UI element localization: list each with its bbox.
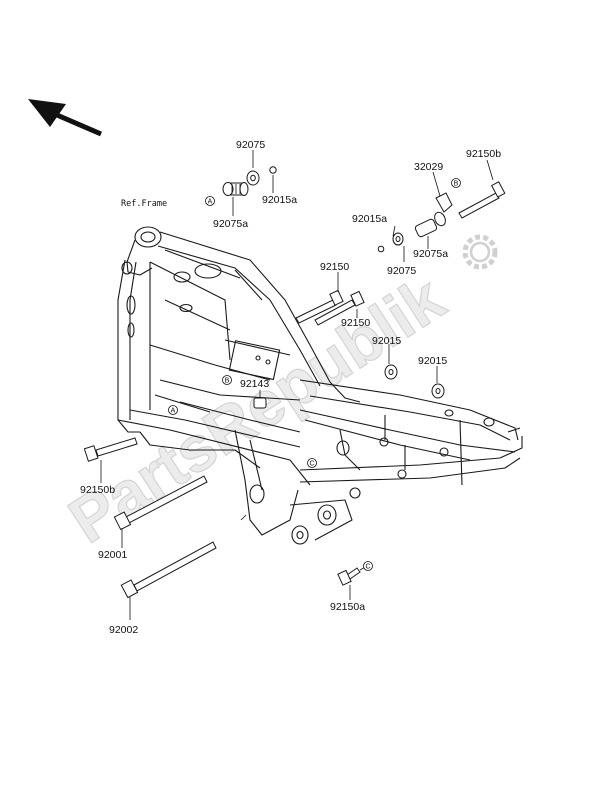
part-92150b-bolt-left	[83, 437, 138, 462]
label-92150-a: 92150	[320, 261, 349, 273]
gear-logo-icon	[462, 234, 498, 270]
label-92015a-right: 92015a	[352, 213, 387, 225]
part-92002-long-bolt	[120, 541, 217, 599]
label-92075-right: 92075	[387, 265, 416, 277]
label-32029: 32029	[414, 161, 443, 173]
svg-text:B: B	[454, 181, 459, 188]
label-92015-a: 92015	[372, 335, 401, 347]
marker-b-frame: B	[222, 375, 232, 385]
part-92143-collar	[253, 397, 267, 409]
part-32029-collar-right	[377, 192, 453, 253]
part-92150a-bolt	[337, 567, 361, 586]
svg-text:C: C	[365, 564, 370, 571]
part-92015-nut-right	[431, 383, 445, 399]
label-92150b-left: 92150b	[80, 484, 115, 496]
motorcycle-frame	[117, 226, 523, 545]
label-92002: 92002	[109, 624, 138, 636]
marker-c-frame: C	[307, 458, 317, 468]
label-92150b-top: 92150b	[466, 148, 501, 160]
part-92075a-collar-left	[222, 166, 277, 196]
label-92150a: 92150a	[330, 601, 365, 613]
label-92075-top: 92075	[236, 139, 265, 151]
part-92150-bolt-lower	[314, 290, 365, 326]
label-92015a-top: 92015a	[262, 194, 297, 206]
svg-text:C: C	[309, 461, 314, 468]
svg-text:A: A	[208, 199, 213, 206]
part-92015-nut-center	[384, 364, 398, 380]
svg-text:B: B	[225, 378, 230, 385]
watermark-text: PartsRepublik	[56, 262, 456, 557]
marker-a-top: A	[205, 196, 215, 206]
ref-frame-label: Ref.Frame	[121, 199, 167, 209]
label-92075a-left: 92075a	[213, 218, 248, 230]
label-92150-b: 92150	[341, 317, 370, 329]
part-92150-bolt-upper	[295, 289, 344, 324]
part-labels: 92075 92015a 92075a 32029 92150b 92015a …	[80, 139, 501, 636]
part-92150b-bolt-top	[458, 181, 506, 219]
label-92001: 92001	[98, 549, 127, 561]
marker-b-top: B	[451, 178, 461, 188]
label-92075a-right: 92075a	[413, 248, 448, 260]
marker-c-bottom: C	[363, 561, 373, 571]
label-92015-b: 92015	[418, 355, 447, 367]
part-92001-long-bolt	[113, 475, 208, 531]
label-92143: 92143	[240, 378, 269, 390]
leader-lines	[100, 150, 494, 620]
watermark: PartsRepublik	[56, 234, 498, 557]
direction-arrow-icon	[28, 99, 102, 137]
svg-text:A: A	[171, 408, 176, 415]
marker-a-frame: A	[168, 405, 178, 415]
